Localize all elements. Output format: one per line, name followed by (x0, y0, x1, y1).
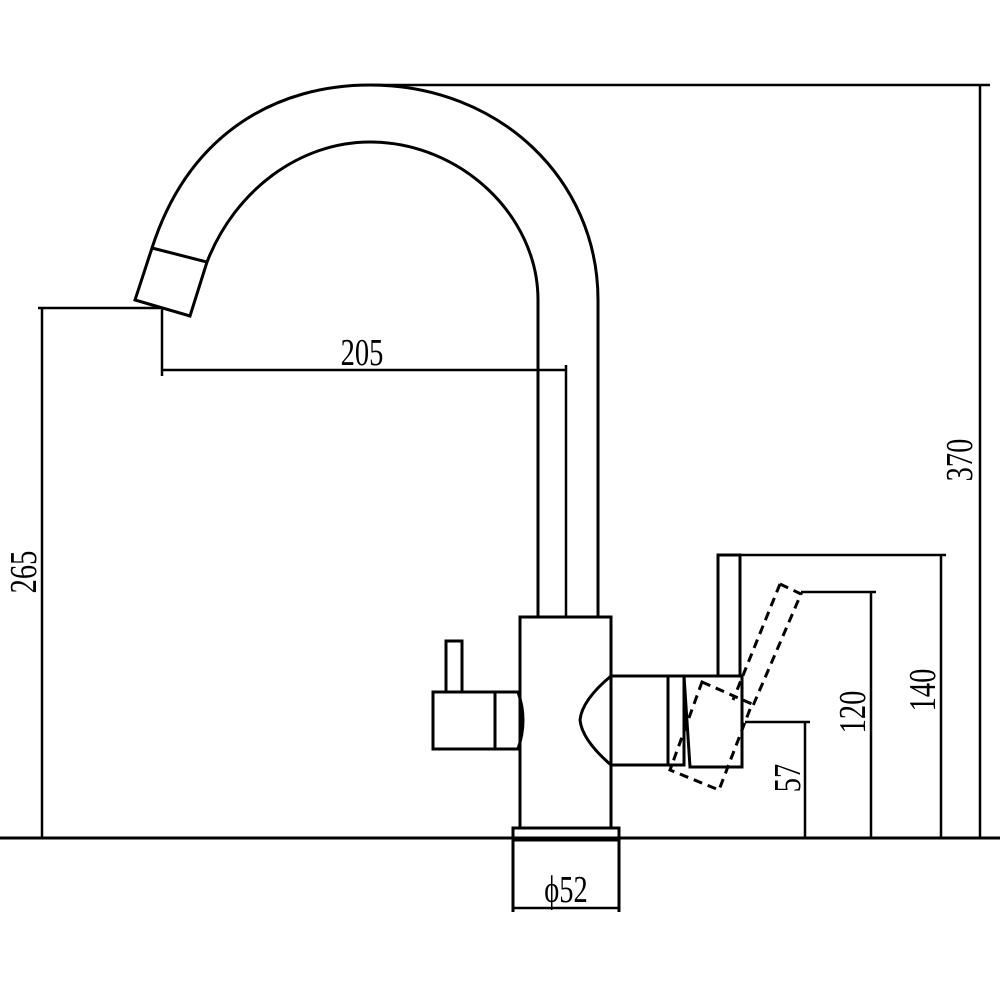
label-57: 57 (767, 764, 809, 792)
handle-lever (716, 553, 742, 678)
filter-knob-stem (444, 639, 464, 694)
handle-connector (578, 674, 670, 767)
dimension-lines (0, 83, 1000, 910)
handle-lever-open-dashed (731, 582, 803, 709)
label-140: 140 (902, 669, 944, 712)
base-plate (511, 826, 621, 842)
filter-knob (431, 690, 497, 751)
handle-collar (666, 674, 686, 767)
label-265: 265 (3, 551, 45, 594)
filter-knob-collar (495, 690, 525, 751)
dimension-labels: 205 265 370 140 120 57 ϕ52 (3, 332, 981, 911)
label-120: 120 (832, 691, 874, 734)
faucet-outline (133, 83, 803, 912)
spout-aerator (133, 246, 209, 318)
label-370: 370 (939, 439, 981, 482)
faucet-body (518, 615, 613, 830)
label-205: 205 (341, 332, 384, 374)
base-shank (511, 840, 621, 912)
spout-inner-arc (205, 140, 540, 617)
handle-body-open-dashed (668, 679, 754, 792)
label-diameter-52: ϕ52 (544, 869, 588, 911)
